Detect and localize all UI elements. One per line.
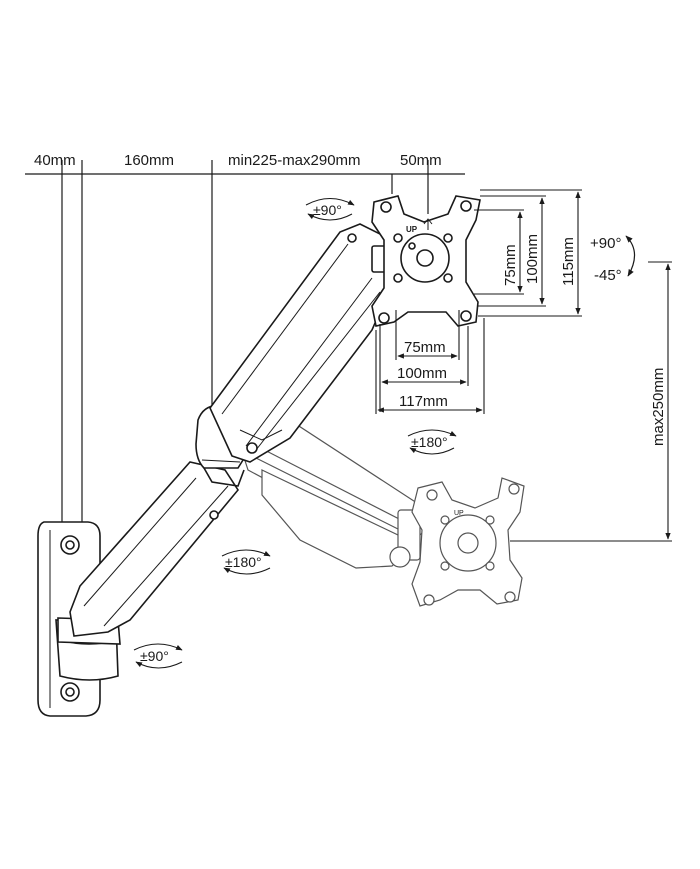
second-arm-length-label: min225-max290mm bbox=[228, 152, 361, 169]
vesa-up-label: UP bbox=[406, 225, 418, 234]
wall-plate-depth-label: 40mm bbox=[34, 152, 76, 169]
second-arm-raised bbox=[209, 223, 393, 463]
vesa-vertical-75-label: 75mm bbox=[502, 244, 519, 286]
tilt-down-label: -45° bbox=[594, 267, 622, 284]
vesa-horizontal-117-label: 117mm bbox=[399, 393, 448, 410]
lowered-up-label: UP bbox=[454, 510, 464, 517]
top-dimension-line bbox=[25, 160, 465, 532]
vesa-vertical-dimensions bbox=[474, 189, 582, 317]
base-swivel-label: ±90° bbox=[140, 648, 169, 664]
head-offset-label: 50mm bbox=[400, 152, 442, 169]
tilt-up-label: +90° bbox=[590, 235, 621, 252]
head-swivel-badge: ±90° bbox=[305, 197, 355, 221]
vesa-vertical-115-label: 115mm bbox=[560, 237, 577, 286]
vesa-horizontal-dimensions bbox=[375, 310, 485, 414]
base-swivel-badge: ±90° bbox=[133, 643, 183, 669]
height-adjustment-label: max250mm bbox=[650, 368, 667, 446]
vesa-vertical-100-label: 100mm bbox=[524, 234, 541, 284]
vesa-horizontal-100-label: 100mm bbox=[397, 365, 447, 382]
vesa-plate bbox=[371, 195, 481, 327]
head-swivel-label: ±90° bbox=[313, 202, 342, 218]
first-arm-length-label: 160mm bbox=[124, 152, 174, 169]
tilt-arc-icon bbox=[625, 235, 636, 277]
elbow-rotation-badge: ±180° bbox=[221, 549, 271, 575]
up-arrow-icon bbox=[423, 218, 433, 230]
head-rotation-label: ±180° bbox=[411, 434, 448, 450]
lowered-vesa-plate bbox=[411, 477, 525, 607]
head-rotation-badge: ±180° bbox=[407, 429, 457, 455]
vesa-horizontal-75-label: 75mm bbox=[404, 339, 446, 356]
elbow-rotation-label: ±180° bbox=[225, 554, 262, 570]
height-adjustment-dimension bbox=[510, 261, 672, 542]
first-arm bbox=[69, 461, 239, 637]
